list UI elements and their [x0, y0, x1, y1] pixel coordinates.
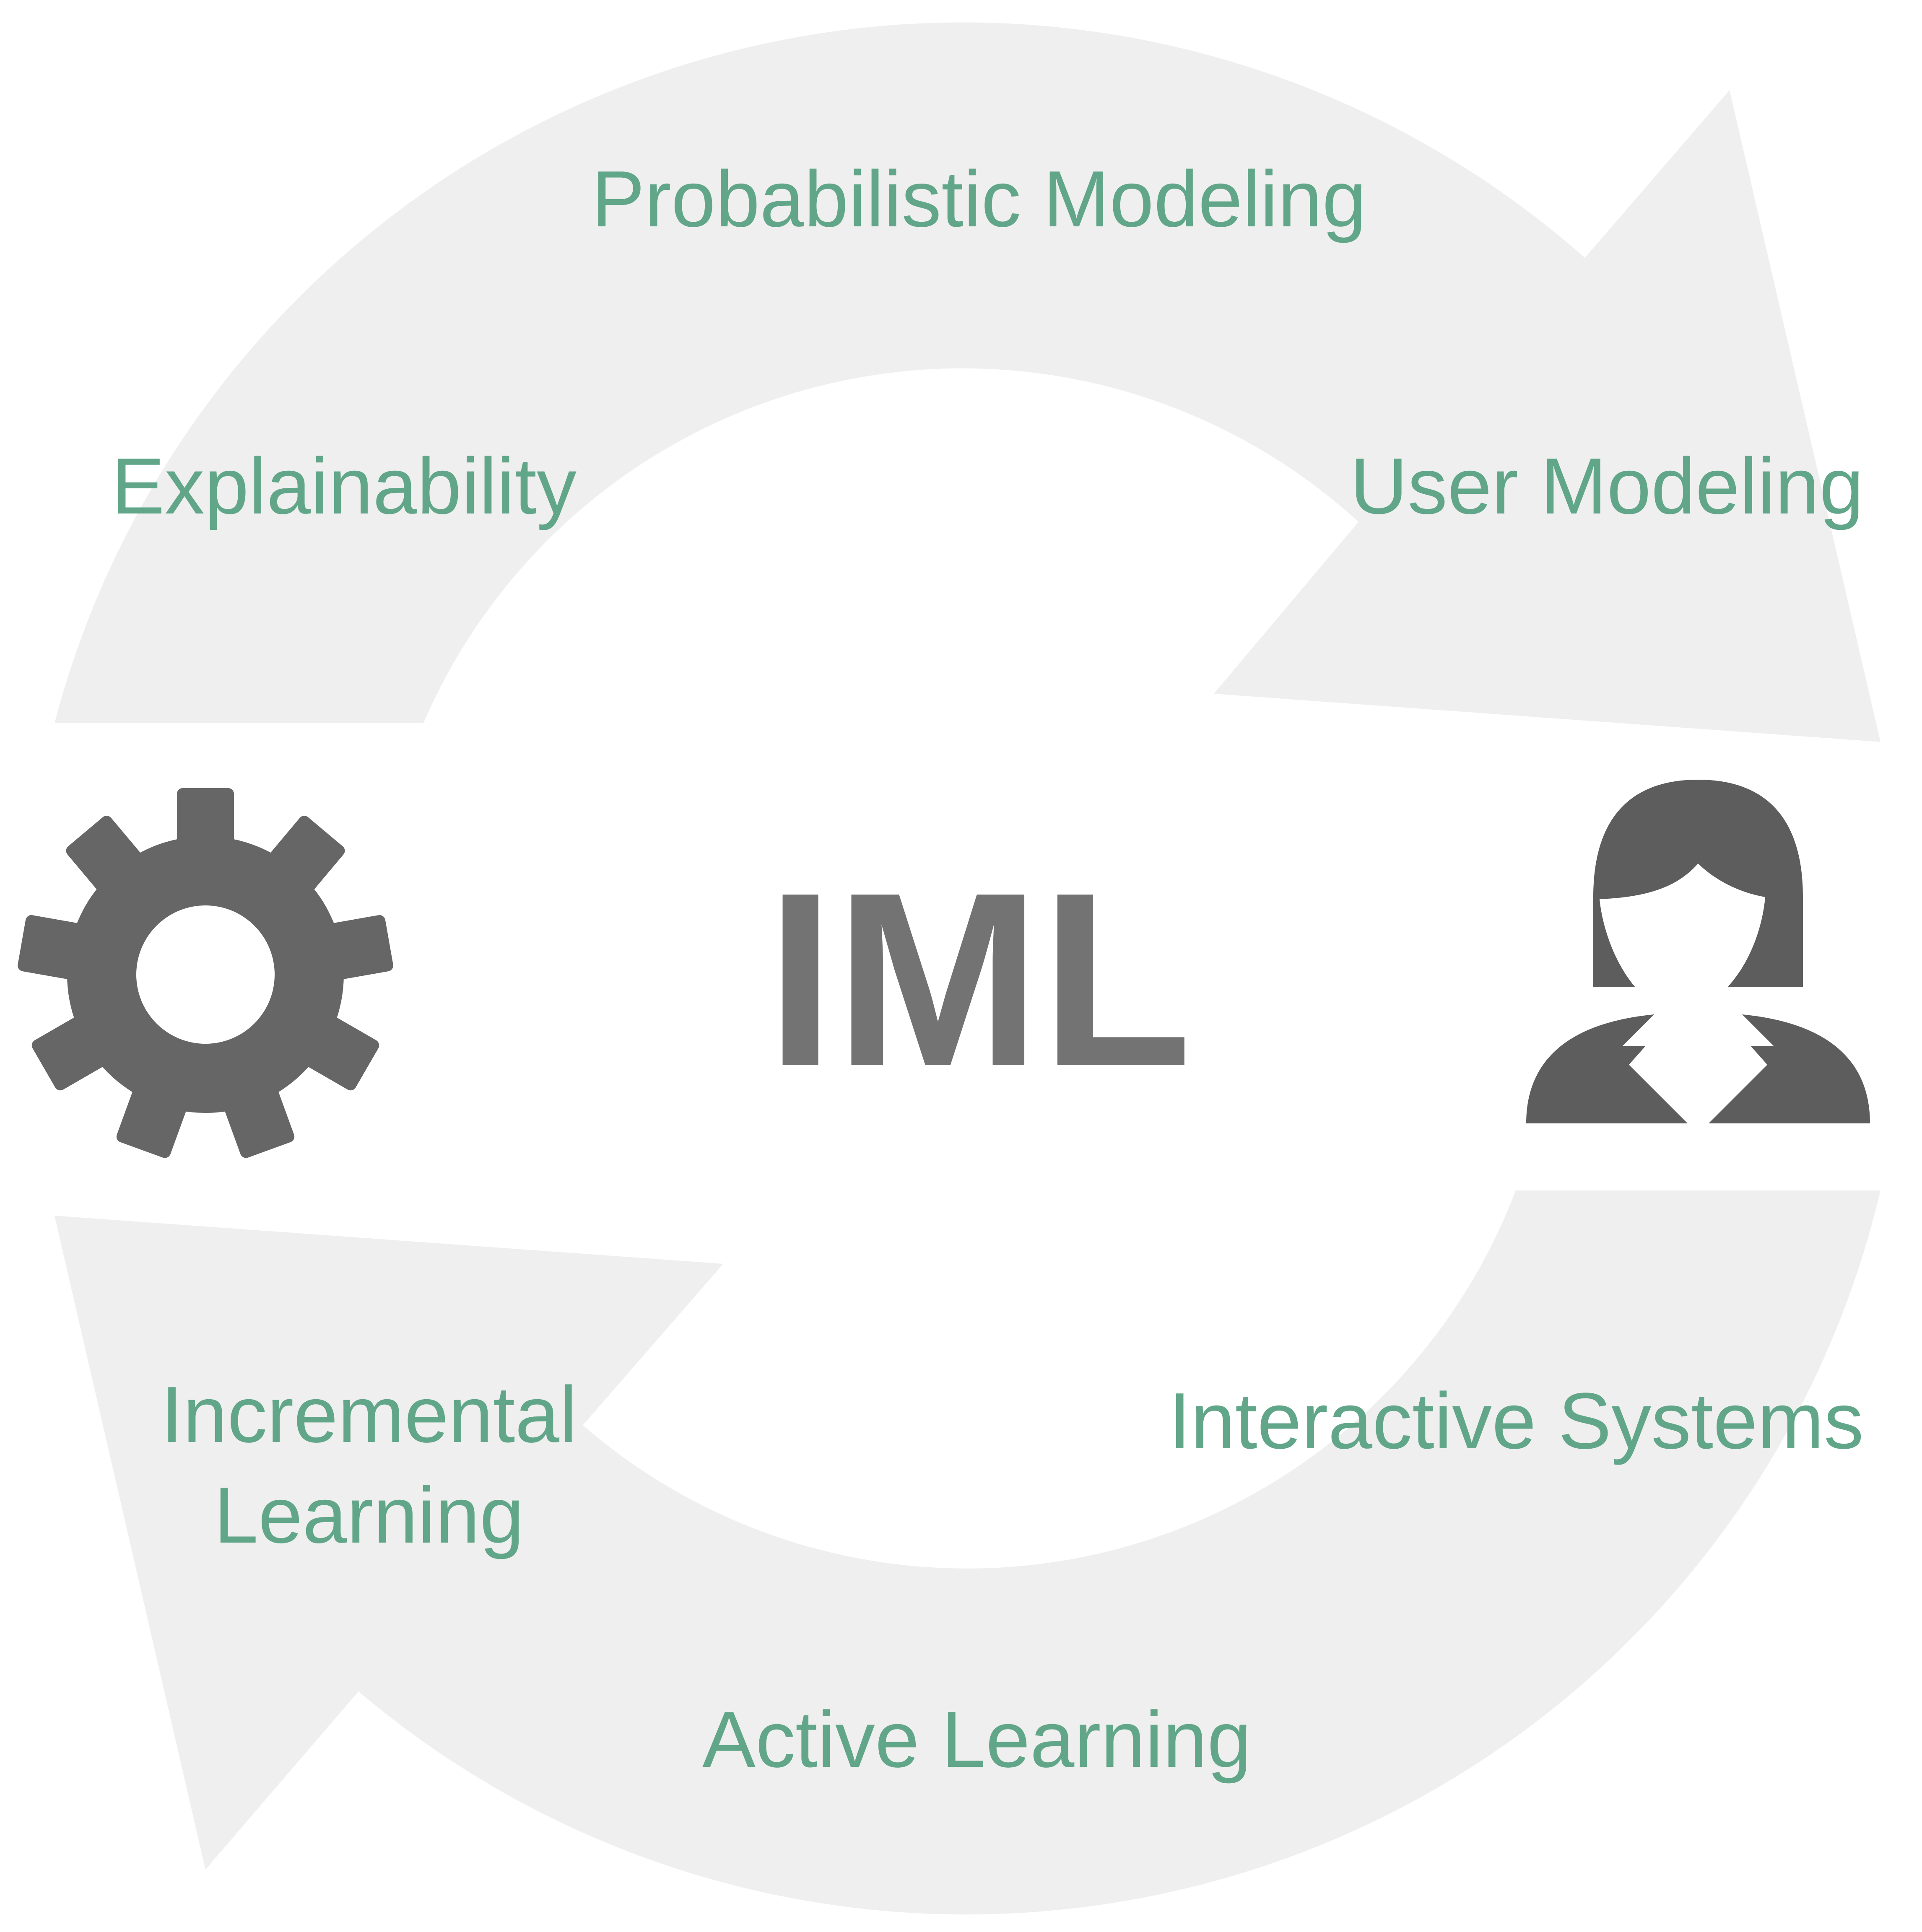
bottom-cycle-arrow	[55, 1190, 1880, 1915]
top-cycle-arrow	[55, 22, 1880, 742]
label-learning: Learning	[214, 1471, 524, 1560]
label-incremental: Incremental	[161, 1370, 577, 1459]
person-icon	[1526, 780, 1870, 1123]
label-explainability: Explainability	[112, 442, 577, 531]
label-probabilistic-modeling: Probabilistic Modeling	[592, 155, 1366, 244]
label-interactive-systems: Interactive Systems	[1169, 1377, 1864, 1465]
center-title: IML	[766, 841, 1192, 1118]
label-active-learning: Active Learning	[702, 1695, 1252, 1784]
gear-icon	[18, 788, 393, 1158]
label-user-modeling: User Modeling	[1350, 442, 1864, 531]
